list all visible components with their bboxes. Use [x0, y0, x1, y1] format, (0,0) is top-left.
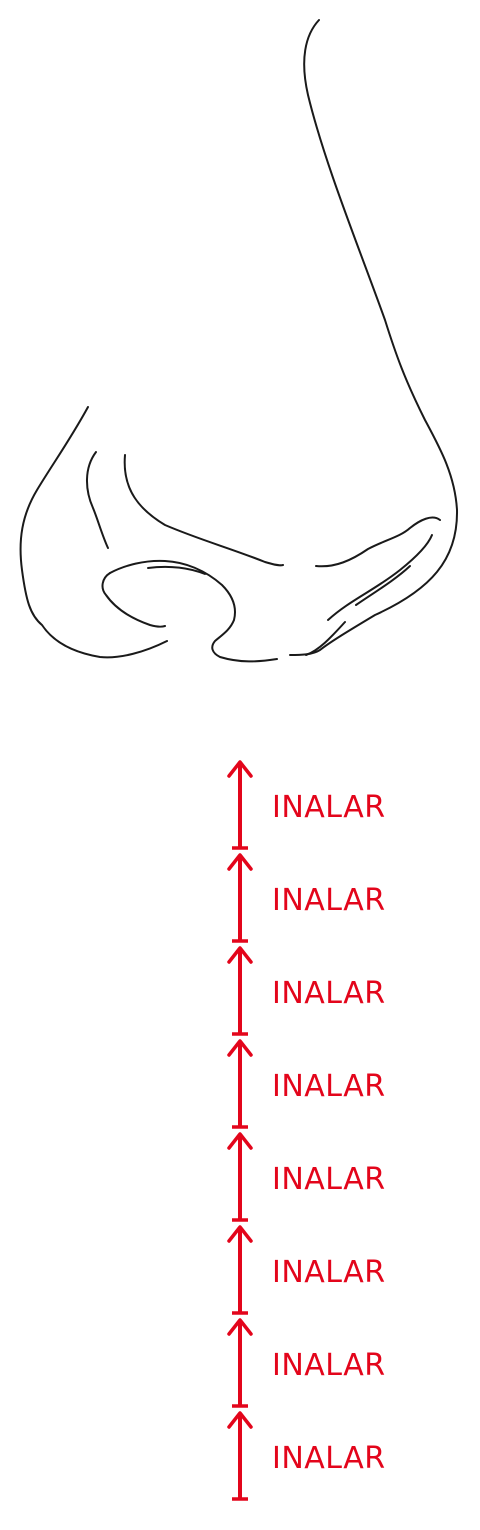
step-label: INALAR	[272, 790, 386, 825]
step-label: INALAR	[272, 1162, 386, 1197]
step-label: INALAR	[272, 976, 386, 1011]
inhale-step: INALAR	[220, 1313, 460, 1408]
arrow-up-icon	[227, 1225, 253, 1315]
arrow-up-icon	[227, 1411, 253, 1501]
inhale-step: INALAR	[220, 1034, 460, 1129]
arrow-up-icon	[227, 1318, 253, 1408]
step-label: INALAR	[272, 1255, 386, 1290]
inhale-step: INALAR	[220, 1406, 460, 1501]
arrow-up-icon	[227, 1132, 253, 1222]
step-label: INALAR	[272, 883, 386, 918]
inhale-step: INALAR	[220, 941, 460, 1036]
arrow-up-icon	[227, 946, 253, 1036]
inhale-step: INALAR	[220, 1220, 460, 1315]
step-label: INALAR	[272, 1069, 386, 1104]
inhale-step: INALAR	[220, 755, 460, 850]
arrow-up-icon	[227, 853, 253, 943]
inhale-step: INALAR	[220, 1127, 460, 1222]
nose-outline-icon	[19, 19, 459, 663]
step-label: INALAR	[272, 1441, 386, 1476]
inhale-steps: INALAR INALAR INALAR INALAR INALAR INALAR INAL…	[220, 755, 460, 1501]
inhale-step: INALAR	[220, 848, 460, 943]
arrow-up-icon	[227, 1039, 253, 1129]
arrow-up-icon	[227, 760, 253, 850]
step-label: INALAR	[272, 1348, 386, 1383]
